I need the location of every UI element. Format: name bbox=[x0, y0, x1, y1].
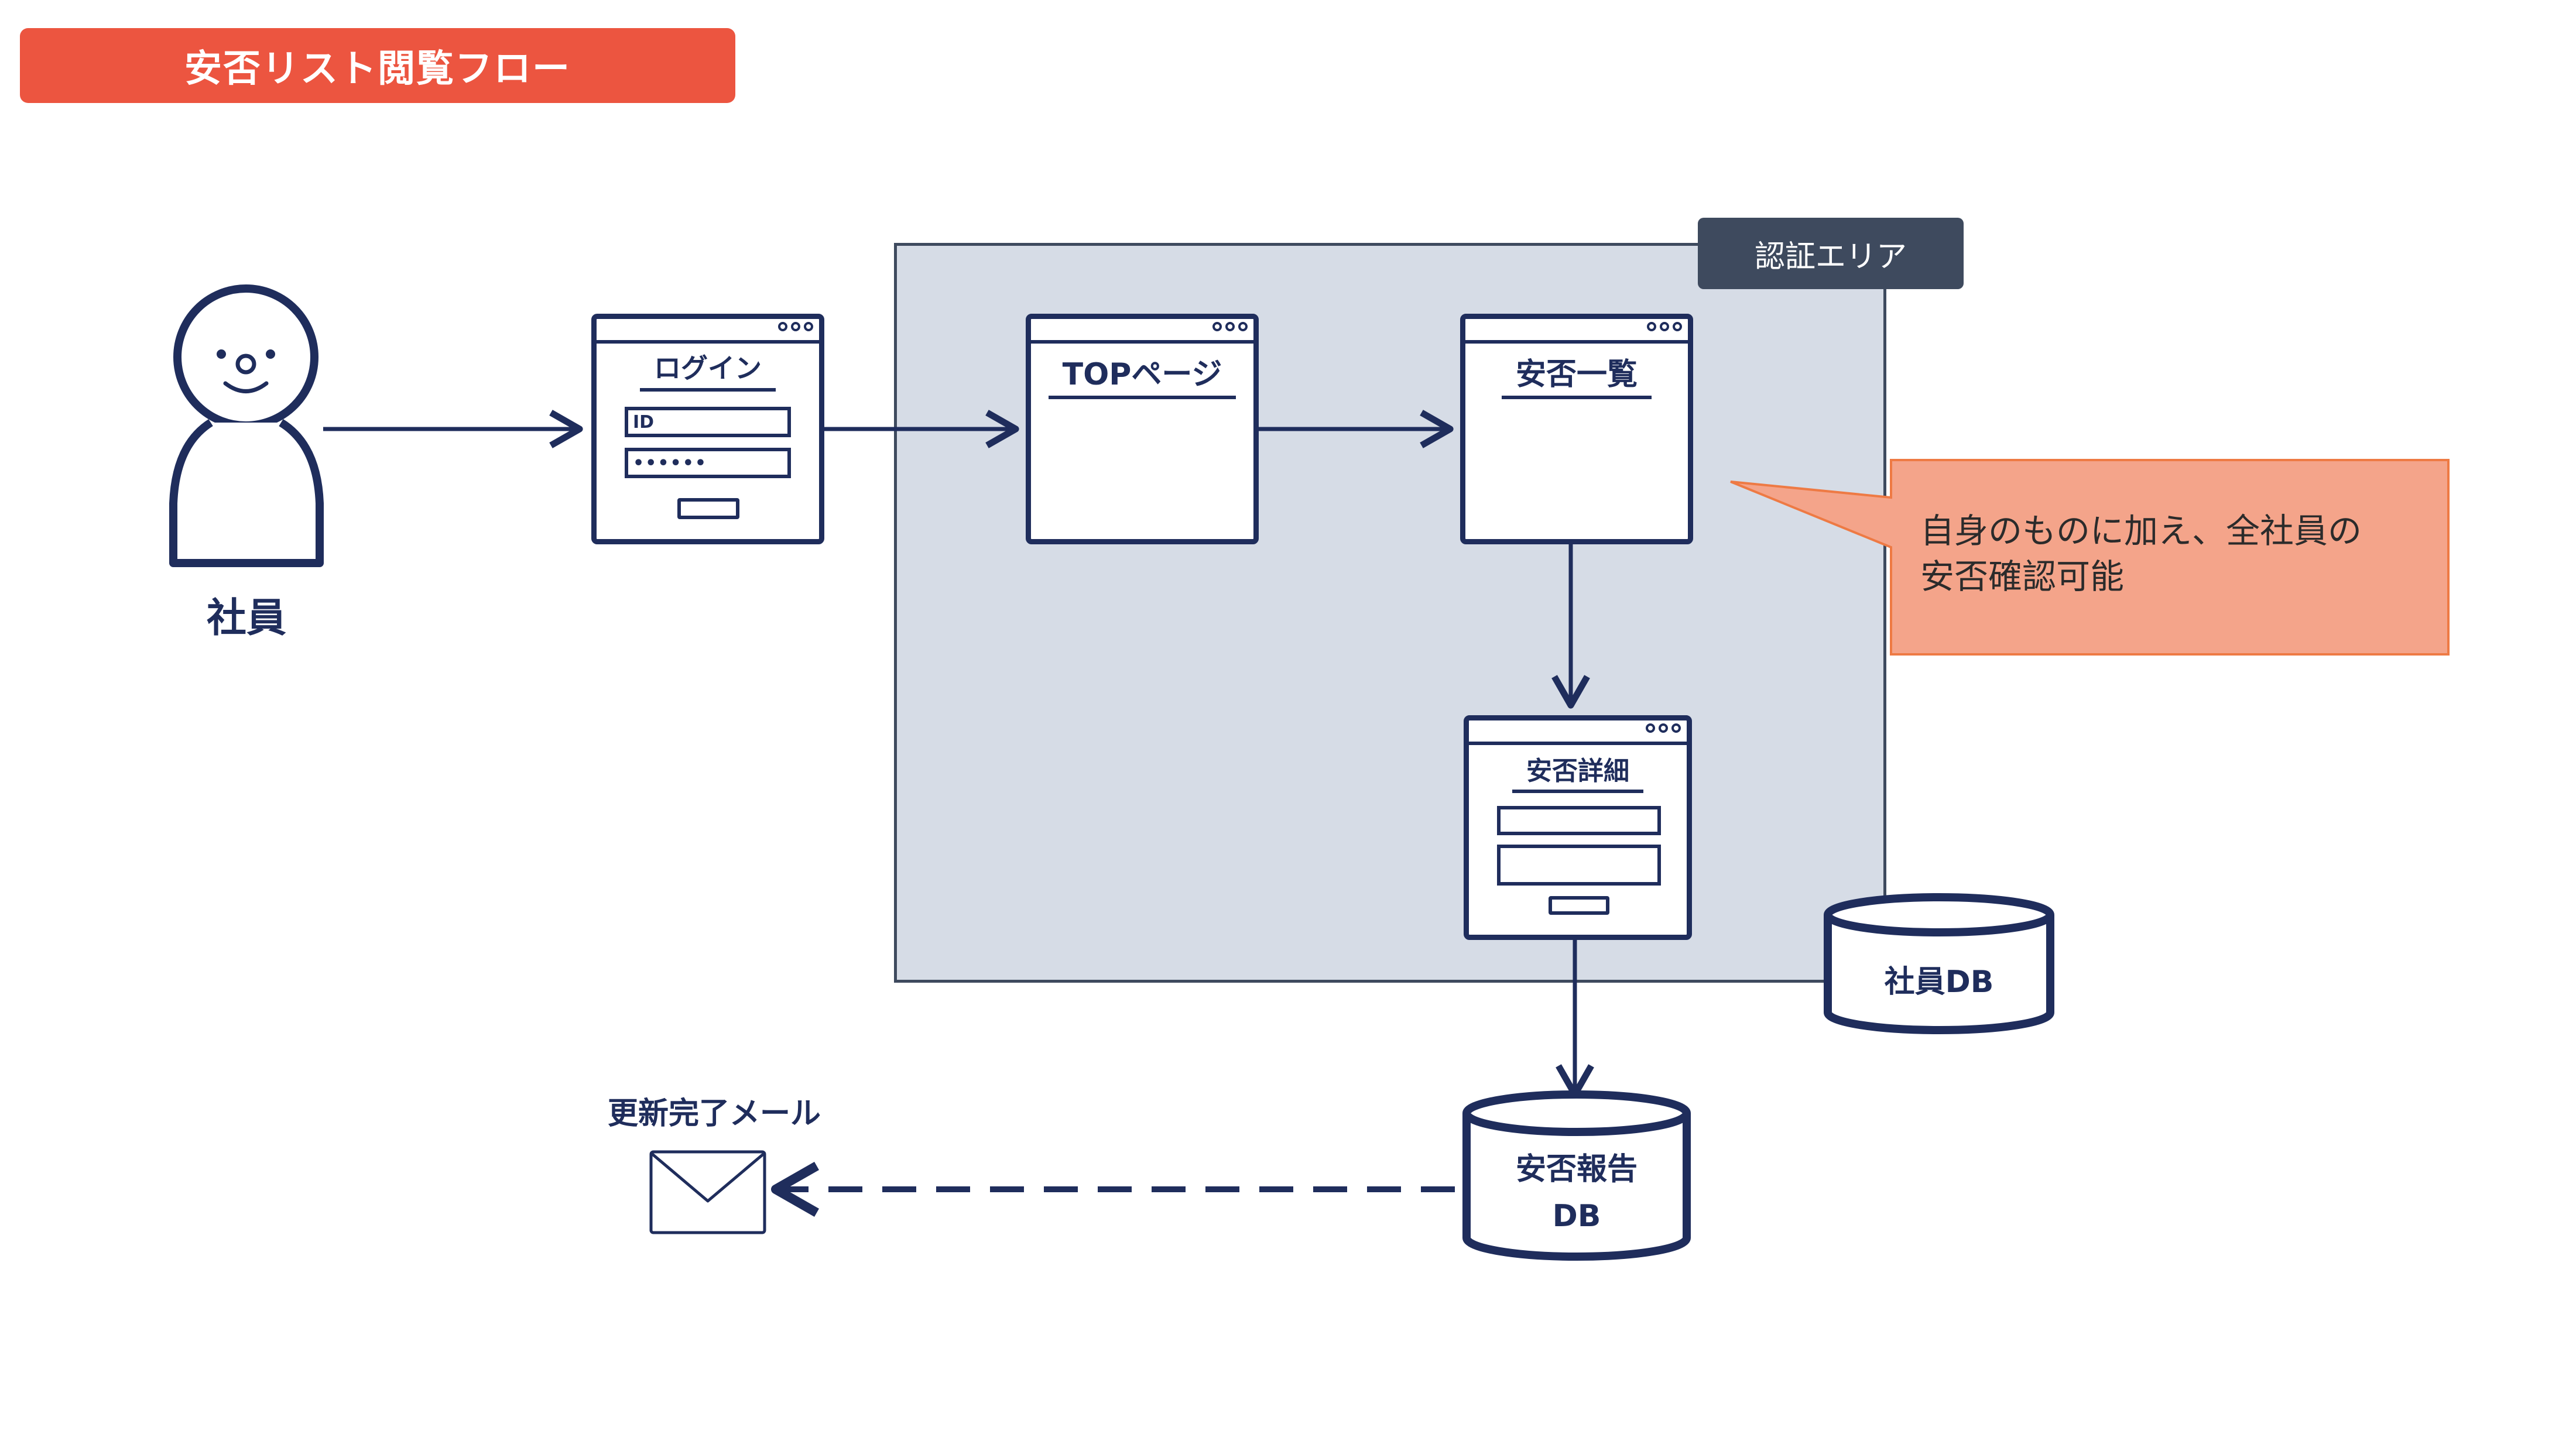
detail-field-2[interactable] bbox=[1497, 845, 1661, 886]
page-title: 安否リスト閲覧フロー bbox=[20, 28, 735, 103]
person-icon bbox=[169, 284, 324, 567]
report-db-label: 安否報告 DB bbox=[1467, 1146, 1687, 1240]
window-controls-icon bbox=[778, 322, 813, 331]
employee-db-icon bbox=[1824, 893, 2054, 1034]
safety-list-window: 安否一覧 bbox=[1460, 314, 1693, 544]
window-controls-icon bbox=[1647, 322, 1682, 331]
report-db-icon bbox=[1462, 1090, 1691, 1261]
login-title: ログイン bbox=[597, 347, 819, 392]
mail-label: 更新完了メール bbox=[607, 1096, 821, 1131]
safety-detail-title: 安否詳細 bbox=[1469, 750, 1687, 793]
window-titlebar bbox=[597, 319, 819, 344]
id-field[interactable]: ID bbox=[625, 407, 791, 437]
password-field[interactable]: •••••• bbox=[625, 448, 791, 478]
employee-db-label: 社員DB bbox=[1884, 965, 1994, 1000]
window-controls-icon bbox=[1212, 322, 1248, 331]
login-button[interactable] bbox=[677, 498, 739, 519]
callout-bubble bbox=[1730, 459, 2450, 656]
window-titlebar bbox=[1465, 319, 1688, 344]
safety-list-title: 安否一覧 bbox=[1465, 349, 1688, 399]
detail-field-1[interactable] bbox=[1497, 806, 1661, 835]
safety-detail-window: 安否詳細 bbox=[1464, 715, 1692, 940]
window-controls-icon bbox=[1646, 723, 1681, 733]
mail-icon bbox=[649, 1150, 766, 1234]
top-page-window: TOPページ bbox=[1026, 314, 1259, 544]
window-titlebar bbox=[1031, 319, 1253, 344]
window-titlebar bbox=[1469, 720, 1687, 745]
auth-area-label: 認証エリア bbox=[1698, 218, 1964, 289]
login-window: ログイン ID •••••• bbox=[591, 314, 824, 544]
callout-line-1: 自身のものに加え、全社員の bbox=[1920, 511, 2362, 551]
top-page-title: TOPページ bbox=[1031, 349, 1253, 399]
report-db-label-line-2: DB bbox=[1552, 1199, 1601, 1234]
callout-text: 自身のものに加え、全社員の 安否確認可能 bbox=[1920, 508, 2362, 599]
actor-label: 社員 bbox=[206, 595, 286, 641]
report-db-label-line-1: 安否報告 bbox=[1515, 1152, 1638, 1187]
detail-submit-button[interactable] bbox=[1549, 896, 1609, 915]
callout-line-2: 安否確認可能 bbox=[1920, 557, 2125, 596]
